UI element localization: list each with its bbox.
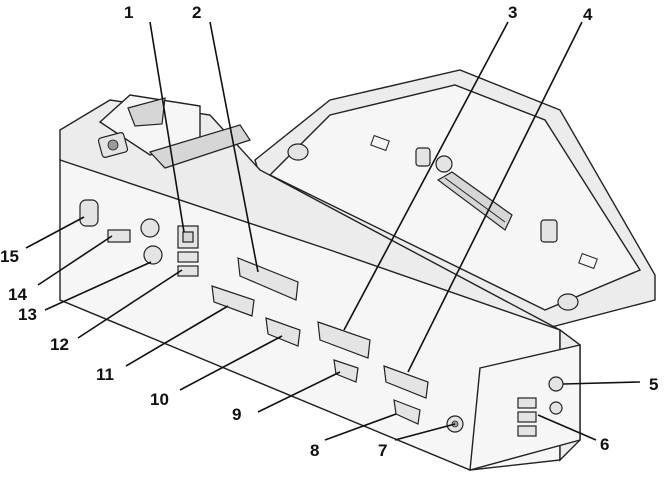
leader-lines — [25, 21, 641, 441]
usb-port — [517, 425, 537, 437]
callout-6: 6 — [600, 435, 609, 454]
usb-port — [177, 251, 199, 263]
usb-port — [177, 265, 199, 277]
callout-15: 15 — [0, 247, 19, 266]
alignment-peg — [557, 293, 579, 311]
callout-10: 10 — [150, 390, 169, 409]
callout-labels: 1 2 3 4 5 6 7 8 9 10 11 12 13 14 15 — [0, 3, 658, 460]
callout-11: 11 — [96, 365, 114, 384]
dock-top-platform — [254, 69, 656, 331]
callout-8: 8 — [310, 441, 319, 460]
ps2-port — [140, 218, 160, 238]
callout-3: 3 — [508, 3, 517, 22]
latch — [540, 219, 558, 243]
callout-5: 5 — [649, 375, 658, 394]
dvi-port — [317, 321, 371, 359]
callout-1: 1 — [124, 3, 133, 22]
callout-7: 7 — [378, 441, 387, 460]
usb-port — [517, 411, 537, 423]
callout-9: 9 — [232, 405, 241, 424]
alignment-peg — [287, 143, 309, 161]
parallel-port — [237, 257, 299, 301]
ps2-port — [143, 245, 163, 265]
callout-14: 14 — [8, 285, 27, 304]
usb-port — [107, 229, 131, 243]
power-button — [79, 199, 99, 227]
displayport-port — [393, 399, 421, 425]
alignment-peg — [435, 155, 453, 173]
release-slider — [127, 97, 166, 127]
vga-port — [265, 317, 301, 347]
dvi-port — [383, 365, 429, 399]
security-slot — [548, 376, 564, 392]
callout-2: 2 — [192, 3, 201, 22]
dock-front-lip — [59, 94, 581, 346]
displayport-port — [333, 359, 359, 383]
callout-4: 4 — [583, 5, 593, 24]
serial-port — [211, 285, 255, 317]
usb-port — [517, 397, 537, 409]
callout-13: 13 — [18, 305, 37, 324]
callout-12: 12 — [50, 335, 69, 354]
latch — [415, 147, 431, 167]
